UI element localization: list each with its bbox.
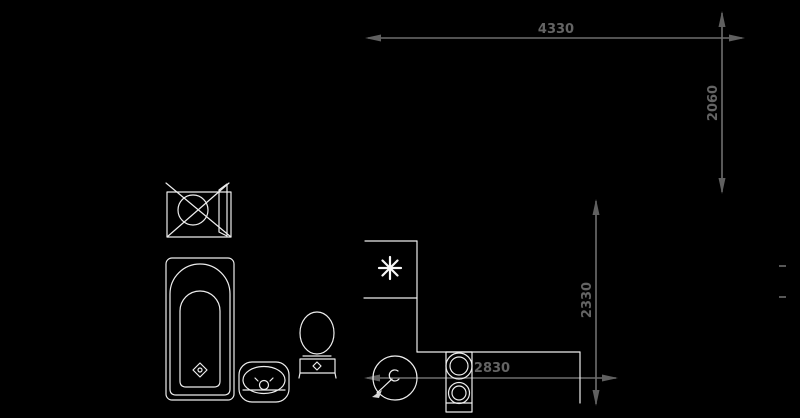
- arrow-left-icon: [365, 34, 381, 42]
- washbasin-bowl: [242, 365, 286, 395]
- boiler-cabinet: [363, 240, 418, 353]
- faucet-handle: [269, 377, 274, 382]
- dimension-inner-height: 2330: [580, 199, 600, 406]
- pump-lever: [376, 378, 393, 394]
- shower-fixture: [165, 182, 232, 238]
- pump-coil: [388, 369, 400, 382]
- washer-lower-ring-inner: [451, 385, 467, 401]
- toilet-fixture: [298, 311, 337, 379]
- dimension-label-bottom: 2830: [474, 361, 510, 376]
- dimension-bottom-width: 2830: [364, 361, 618, 382]
- bathtub-basin: [179, 290, 221, 388]
- shower-tray: [166, 191, 232, 238]
- washer-upper-ring: [445, 352, 473, 380]
- pump-circle: [372, 355, 418, 401]
- faucet-icon: [258, 379, 270, 391]
- toilet-tank: [299, 358, 336, 374]
- arrow-left-icon: [364, 374, 380, 382]
- arrow-down-icon: [718, 178, 726, 194]
- arrow-right-icon: [602, 374, 618, 382]
- shower-door-panel: [218, 183, 228, 237]
- arrow-down-icon: [592, 390, 600, 406]
- pump-arrow-icon: [372, 390, 382, 398]
- counter-wall: [416, 351, 581, 404]
- bathtub-drain-hole: [197, 367, 203, 373]
- asterisk-arm: [381, 259, 399, 277]
- toilet-bowl: [299, 311, 335, 355]
- bathtub-drain-icon: [192, 362, 208, 378]
- faucet-handle: [254, 377, 259, 382]
- toilet-tank-leg: [298, 372, 301, 379]
- dimension-label-top: 4330: [538, 22, 574, 37]
- toilet-tank-leg: [334, 372, 337, 379]
- dimension-label-inner: 2330: [580, 282, 595, 318]
- washer-outline: [445, 351, 473, 413]
- shower-drain-circle: [177, 194, 209, 226]
- asterisk-symbol-icon: [377, 255, 403, 281]
- arrow-right-icon: [729, 34, 745, 42]
- dimension-top-width: 4330: [365, 22, 745, 42]
- arrow-up-icon: [718, 11, 726, 27]
- washer-lower-ring: [447, 381, 471, 405]
- arrow-up-icon: [592, 199, 600, 215]
- toilet-flush-icon: [312, 361, 322, 371]
- bathtub-outline: [165, 257, 235, 401]
- washer-upper-ring-inner: [449, 356, 469, 376]
- washer-unit: [445, 351, 473, 413]
- right-edge-marks: [779, 265, 786, 298]
- dimension-label-right: 2060: [706, 85, 721, 121]
- dimension-right-height: 2060: [706, 11, 726, 194]
- bathtub-rim: [169, 263, 231, 396]
- washbasin-fixture: [238, 361, 290, 403]
- pump-symbol: [372, 355, 418, 401]
- bathtub-fixture: [165, 257, 235, 401]
- washbasin-outline: [238, 361, 290, 403]
